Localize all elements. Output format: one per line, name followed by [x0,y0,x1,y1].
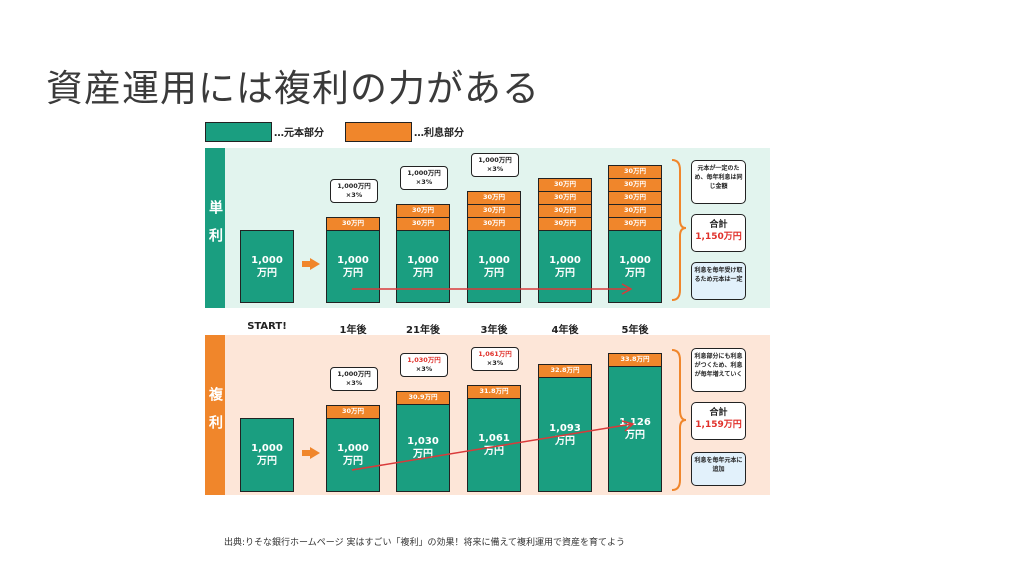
simple-note-top: 元本が一定のため、毎年利息は同じ金額 [691,160,746,204]
x-label-4: 4年後 [551,325,579,336]
simple-total: 合計 1,150万円 [691,214,746,252]
simple-interest-seg-4-3: 30万円 [538,178,592,192]
compound-bubble-line2-0: ×3% [345,379,363,387]
simple-bubble-line1-2: 1,000万円 [478,156,512,164]
compound-trend-arrowhead [621,420,635,432]
compound-trend-line [351,423,633,471]
simple-brace [671,159,687,301]
simple-bubble-0: 1,000万円×3% [330,179,378,203]
simple-bubble-line1-0: 1,000万円 [337,182,371,190]
simple-bubble-1: 1,000万円×3% [400,166,448,190]
simple-side-text: 単利 [207,200,223,256]
simple-interest-seg-2-1: 30万円 [396,204,450,218]
x-label-3: 3年後 [480,325,508,336]
simple-total-value: 1,150万円 [695,232,742,242]
simple-interest-seg-5-4: 30万円 [608,165,662,179]
compound-total-label: 合計 [709,408,728,418]
simple-start-arrow-stem [302,261,310,267]
simple-trend-arrowhead [621,283,633,295]
compound-start-arrow-head [310,447,320,459]
compound-interest-seg-1: 30万円 [326,405,380,419]
compound-bubble-1: 1,030万円×3% [400,353,448,377]
simple-bubble-line1-1: 1,000万円 [407,169,441,177]
simple-total-label: 合計 [709,220,728,230]
compound-bubble-line1-2: 1,061万円 [478,350,512,358]
compound-interest-seg-4: 32.8万円 [538,364,592,378]
simple-bubble-2: 1,000万円×3% [471,153,519,177]
compound-interest-seg-2: 30.9万円 [396,391,450,405]
simple-bubble-line2-1: ×3% [415,178,433,186]
page-title: 資産運用には複利の力がある [46,67,540,110]
simple-note-bottom: 利息を毎年受け取るため元本は一定 [691,262,746,300]
legend-label-interest: …利息部分 [414,128,464,139]
compound-note-top: 利息部分にも利息がつくため、利息が毎年増えていく [691,348,746,392]
compound-bubble-line2-2: ×3% [486,359,504,367]
compound-start-arrow-stem [302,450,310,456]
x-label-0: START! [247,321,287,332]
compound-note-bottom: 利息を毎年元本に追加 [691,452,746,486]
x-label-5: 5年後 [621,325,649,336]
compound-bubble-line2-1: ×3% [415,365,433,373]
compound-bubble-line1-1: 1,030万円 [407,356,441,364]
compound-total-value: 1,159万円 [695,420,742,430]
legend-swatch-principal [205,122,272,142]
simple-bubble-line2-0: ×3% [345,191,363,199]
simple-start-arrow-head [310,258,320,270]
compound-side-label: 複利 [205,335,225,495]
legend-label-principal: …元本部分 [274,128,324,139]
simple-bubble-line2-2: ×3% [486,165,504,173]
simple-side-label: 単利 [205,148,225,308]
simple-interest-seg-1-0: 30万円 [326,217,380,231]
legend-swatch-interest [345,122,412,142]
simple-interest-seg-3-2: 30万円 [467,191,521,205]
source-citation: 出典:りそな銀行ホームページ 実はすごい「複利」の効果！将来に備えて複利運用で資… [224,538,625,548]
compound-bubble-0: 1,000万円×3% [330,367,378,391]
compound-bubble-line1-0: 1,000万円 [337,370,371,378]
compound-bubble-2: 1,061万円×3% [471,347,519,371]
x-label-1: 1年後 [339,325,367,336]
compound-interest-seg-3: 31.8万円 [467,385,521,399]
compound-interest-seg-5: 33.8万円 [608,353,662,367]
x-label-2: 21年後 [406,325,440,336]
compound-side-text: 複利 [207,387,223,443]
compound-brace [671,349,687,491]
compound-total: 合計 1,159万円 [691,402,746,440]
